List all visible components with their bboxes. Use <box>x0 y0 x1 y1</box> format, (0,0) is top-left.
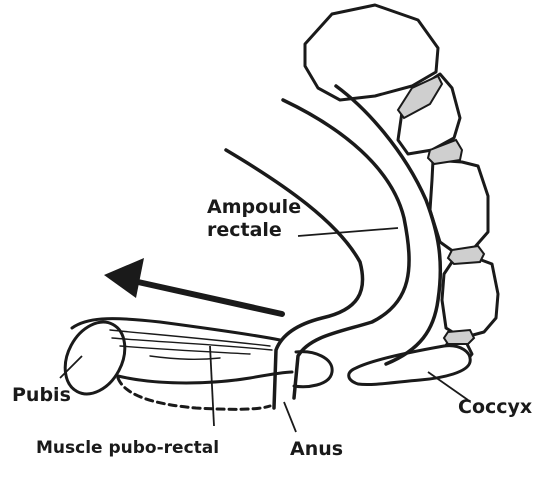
label-ampoule-line1: Ampoule <box>207 196 301 219</box>
anus-leader <box>284 402 296 432</box>
label-muscle-pubo-rectal: Muscle pubo-rectal <box>36 438 219 458</box>
muscle-fiber-3 <box>120 346 250 354</box>
label-anus: Anus <box>290 438 343 461</box>
ampoule-leader <box>298 228 398 236</box>
label-coccyx: Coccyx <box>458 396 532 419</box>
rectum-front-wall <box>226 150 363 408</box>
disc-4 <box>444 330 474 344</box>
vertebra-4 <box>442 258 498 338</box>
label-pubis: Pubis <box>12 384 71 407</box>
arrow-shaft <box>138 282 282 314</box>
direction-arrow <box>104 258 282 314</box>
rectum-back-wall <box>283 100 409 398</box>
label-ampoule-line2: rectale <box>207 219 301 242</box>
label-ampoule-rectale: Ampoule rectale <box>207 196 301 242</box>
muscle-lower-border <box>118 372 292 383</box>
perianal-fold <box>294 352 332 387</box>
pubis-and-muscle <box>53 312 332 410</box>
sacrum-vertebrae <box>305 5 498 385</box>
arrow-head <box>104 258 144 298</box>
muscle-fiber-4 <box>150 356 220 359</box>
